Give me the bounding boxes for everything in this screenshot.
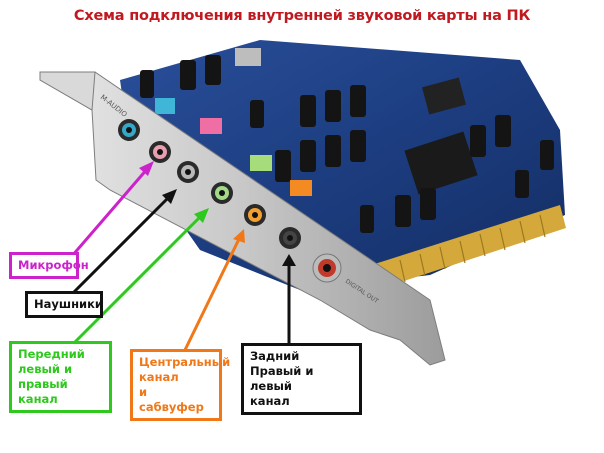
arrow-front-head (194, 208, 209, 223)
arrow-front (70, 212, 205, 347)
label-headphones: Наушники (25, 291, 103, 318)
label-rear-line-2: Правый и левый (250, 364, 314, 393)
label-front-line-2: левый и (18, 362, 73, 376)
jack-green (211, 182, 233, 204)
arrow-mic (70, 167, 150, 257)
label-rear-line-1: Задний (250, 349, 300, 363)
label-headphones-line: Наушники (34, 297, 103, 311)
jack-gray (177, 161, 199, 183)
jack-black (279, 227, 301, 249)
arrow-rear-head (282, 254, 296, 266)
jack-digital-out (312, 253, 342, 283)
jack-orange (244, 204, 266, 226)
label-rear-line-3: канал (250, 394, 290, 408)
label-microphone-line: Микрофон (18, 258, 89, 272)
label-rear-channel: Задний Правый и левый канал (241, 343, 362, 415)
dsp-chip (404, 131, 478, 195)
label-microphone: Микрофон (9, 252, 89, 279)
label-center-line-3: и сабвуфер (139, 385, 204, 414)
arrow-headphones-head (162, 189, 177, 204)
jack-blue (118, 119, 140, 141)
label-front-channel: Передний левый и правый канал (9, 341, 112, 413)
capacitors (140, 55, 554, 233)
label-center-line-1: Центральный (139, 355, 231, 369)
arrow-headphones (68, 193, 173, 298)
pci-connector (340, 205, 566, 300)
label-center-line-2: канал (139, 370, 179, 384)
diagram-title: Схема подключения внутренней звуковой ка… (73, 8, 531, 24)
arrow-center (183, 236, 242, 351)
label-front-line-3: правый канал (18, 377, 68, 406)
label-center-subwoofer: Центральный канал и сабвуфер (130, 349, 231, 421)
arrow-mic-head (139, 161, 154, 176)
arrow-center-head (233, 229, 245, 243)
jack-pink (149, 141, 171, 163)
label-front-line-1: Передний (18, 347, 85, 361)
